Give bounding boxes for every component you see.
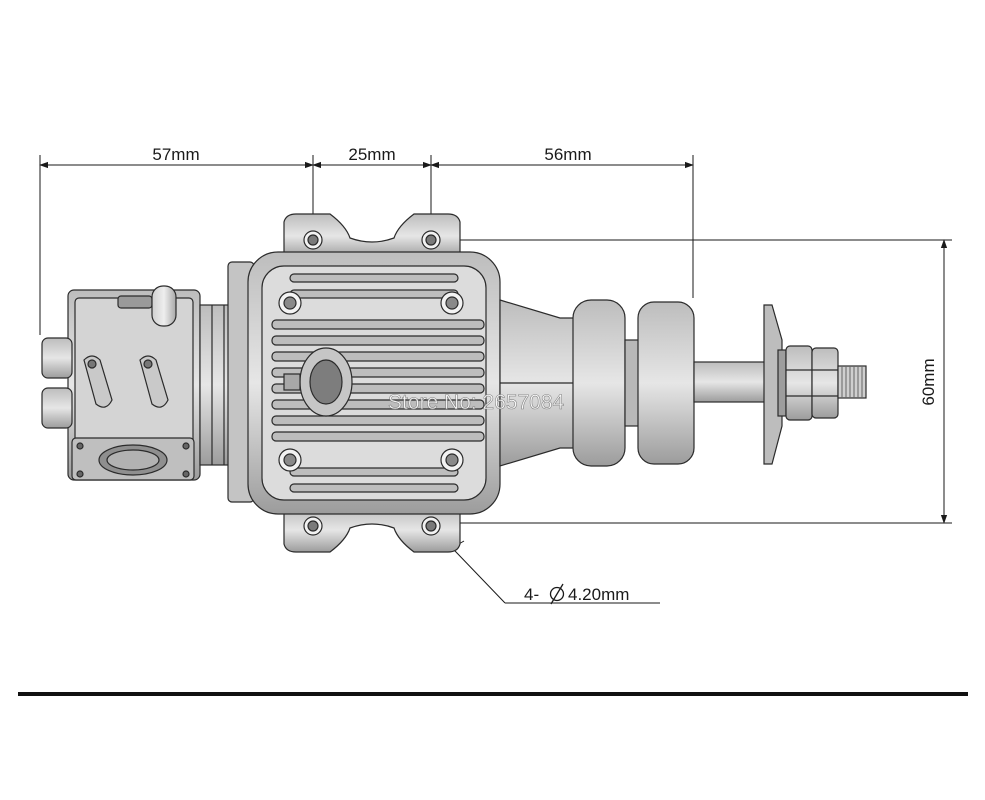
hole-count-label: 4- bbox=[524, 585, 539, 604]
mount-lug-top bbox=[283, 213, 461, 259]
engine bbox=[41, 213, 867, 553]
intake-adapter bbox=[199, 261, 255, 503]
store-watermark: Store No: 2657084 bbox=[388, 391, 565, 414]
mount-lug-bottom bbox=[283, 507, 461, 553]
prop-nut bbox=[785, 345, 839, 421]
prop-shaft bbox=[693, 361, 767, 403]
dim-25mm-label: 25mm bbox=[348, 145, 395, 164]
cylinder-head bbox=[247, 251, 501, 515]
dim-60mm-label: 60mm bbox=[919, 358, 938, 405]
carburetor bbox=[41, 285, 201, 481]
dim-57mm-label: 57mm bbox=[152, 145, 199, 164]
dim-56mm-label: 56mm bbox=[544, 145, 591, 164]
hole-spec-label: 4.20mm bbox=[568, 585, 629, 604]
diameter-symbol bbox=[549, 583, 565, 605]
drive-hub bbox=[572, 299, 695, 467]
crankcase-nose bbox=[499, 299, 581, 467]
prop-washer bbox=[763, 304, 787, 465]
threaded-stud bbox=[837, 365, 867, 399]
